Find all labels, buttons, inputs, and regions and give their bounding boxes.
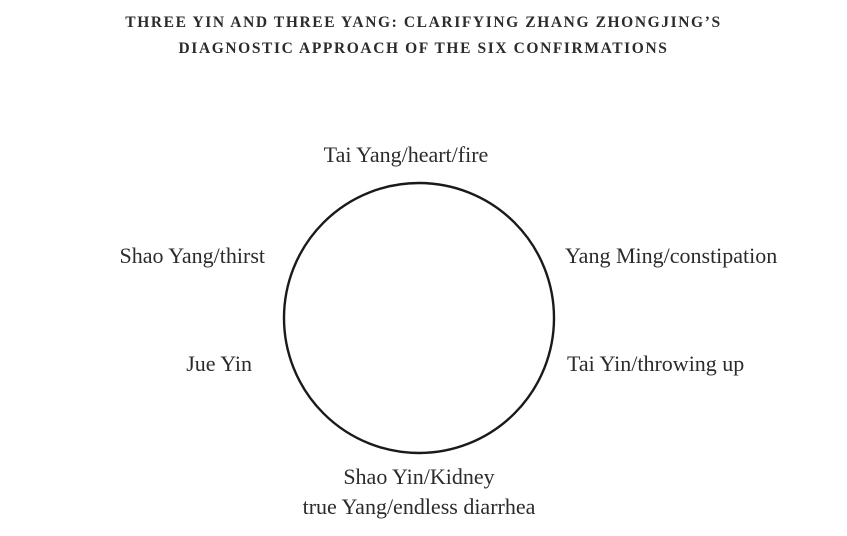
label-shao-yin-line-2: true Yang/endless diarrhea [302,494,536,519]
center-circle [282,181,556,455]
label-shao-yin-line-1: Shao Yin/Kidney [343,464,495,489]
label-shao-yin: Shao Yin/Kidney true Yang/endless diarrh… [0,462,838,522]
label-tai-yang: Tai Yang/heart/fire [323,142,489,167]
header-line-1: Three Yin and Three Yang: Clarifying Zha… [125,14,722,31]
header-line-2: Diagnostic Approach of the Six Confirmat… [178,40,669,57]
label-tai-yin: Tai Yin/throwing up [567,351,745,376]
label-shao-yang: Shao Yang/thirst [119,243,265,268]
label-jue-yin: Jue Yin [186,351,252,376]
running-header: Three Yin and Three Yang: Clarifying Zha… [0,10,847,62]
label-yang-ming: Yang Ming/constipation [565,243,778,268]
